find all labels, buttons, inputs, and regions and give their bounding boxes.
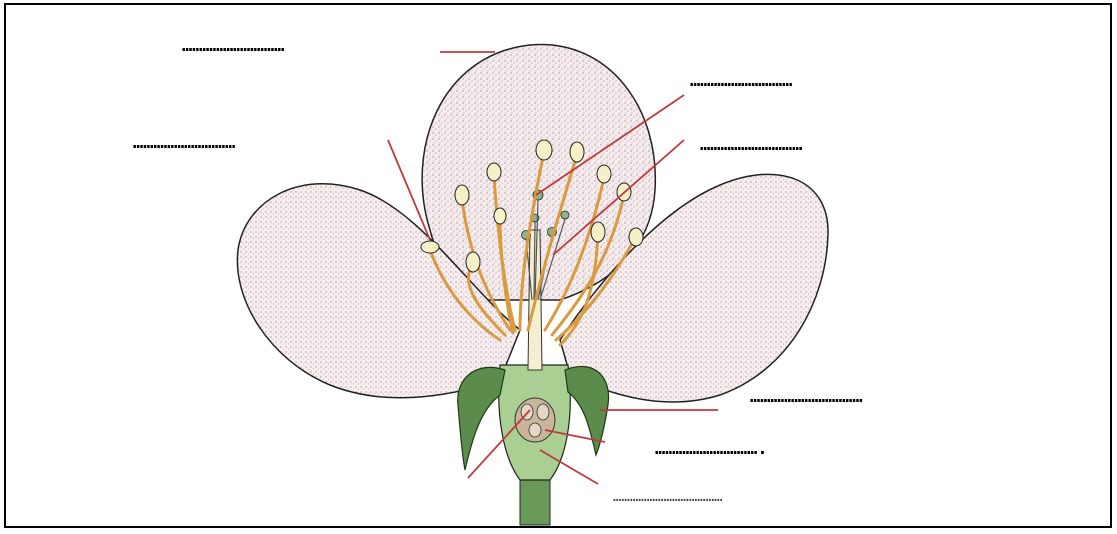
stem [520,475,550,525]
label-blank-top-left: ………………………… [182,37,284,55]
label-blank-low-right-3: ………………………………… [613,488,723,506]
label-blank-mid-right: ………………………… [700,136,802,154]
label-blank-low-right-1: …………………………… [750,388,863,406]
label-blank-low-right-2: …………………………. [655,440,768,458]
label-blank-mid-left: ………………………… [133,134,235,152]
ovule-2 [537,404,549,420]
label-blank-top-right: ………………………… [690,72,792,90]
ovule-3 [529,423,541,437]
sepal-left [458,367,505,470]
